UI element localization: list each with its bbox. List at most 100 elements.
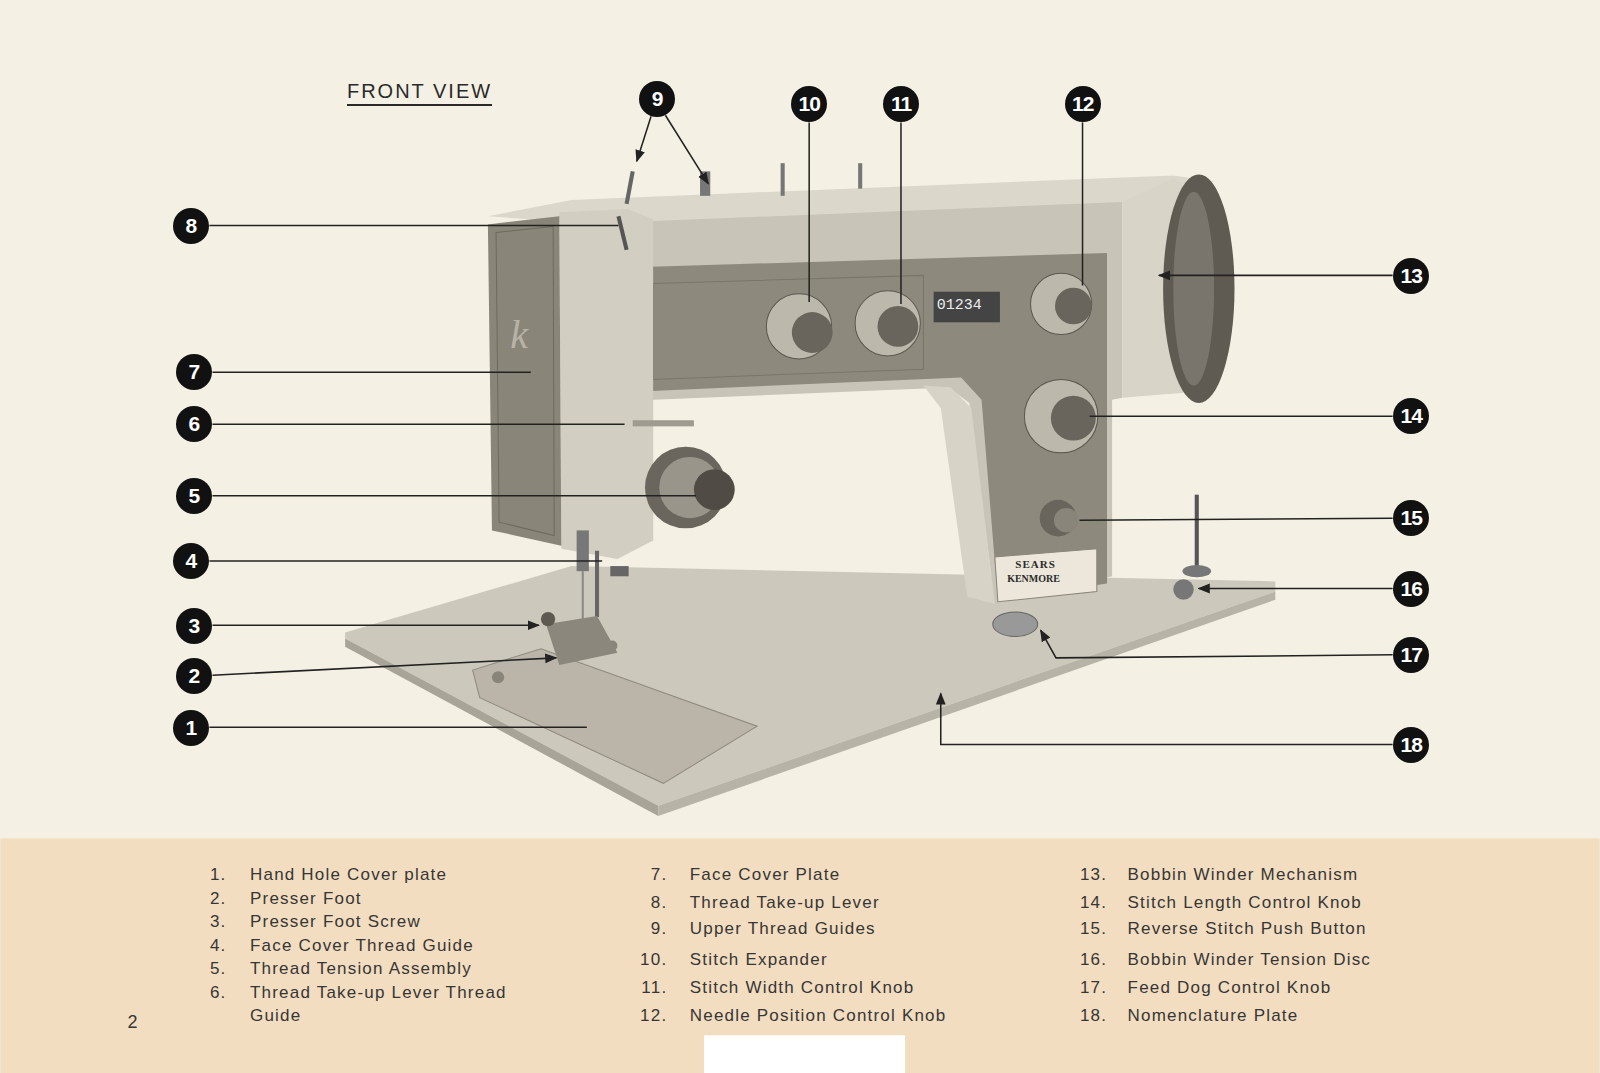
part-name: Bobbin Winder Tension Disc (1128, 948, 1498, 971)
illustration-part (635, 253, 1107, 600)
legend-number: 4. (183, 934, 227, 957)
illustration-part (213, 424, 625, 426)
illustration-part (546, 616, 617, 665)
legend-number: 13. (1063, 863, 1107, 886)
callout-circle: 9 (639, 81, 675, 117)
illustration-part (1182, 565, 1211, 577)
illustration-part (700, 171, 710, 195)
illustration-part (213, 658, 557, 675)
counter-digits: 01234 (937, 297, 982, 314)
callout-circle: 15 (1393, 500, 1429, 536)
callout-number: 9 (652, 87, 663, 111)
legend-number: 8. (623, 891, 667, 914)
part-name: Thread Take-up Lever (690, 891, 1035, 914)
illustration-part (878, 306, 919, 347)
illustration-part (1090, 415, 1393, 417)
legend-number: 18. (1063, 1004, 1107, 1027)
callout-circle: 18 (1393, 727, 1429, 763)
illustration-part (496, 226, 554, 535)
illustration-part (213, 624, 539, 626)
callout-circle: 4 (173, 543, 209, 579)
callout-number: 2 (189, 664, 200, 688)
callout-circle: 17 (1393, 637, 1429, 673)
illustration-part (1082, 122, 1084, 285)
illustration-part (1079, 518, 1392, 520)
callout-circle: 5 (176, 478, 212, 514)
callout-number: 6 (189, 412, 200, 436)
callout-circle: 2 (176, 658, 212, 694)
legend-number: 9. (623, 917, 667, 940)
illustration-part (633, 420, 694, 426)
callout-number: 10 (798, 92, 819, 116)
callout-number: 16 (1401, 577, 1422, 601)
part-name: Thread Tension Assembly (250, 957, 560, 980)
part-name: Nomenclature Plate (1128, 1004, 1498, 1027)
illustration-part (213, 495, 696, 497)
callout-circle: 1 (173, 710, 209, 746)
illustration-part (855, 291, 920, 356)
legend-number: 2. (183, 887, 227, 910)
callout-number: 7 (189, 360, 200, 384)
callout-circle: 7 (176, 354, 212, 390)
legend-number: 1. (183, 863, 227, 886)
illustration-part (0, 838, 1599, 1073)
illustration-part (792, 312, 833, 353)
part-name: Hand Hole Cover plate (250, 863, 560, 886)
illustration-part (858, 163, 862, 188)
title-heading: FRONT VIEW (347, 80, 492, 106)
legend-number: 15. (1063, 917, 1107, 940)
part-name: Presser Foot (250, 887, 560, 910)
callout-circle: 12 (1065, 86, 1101, 122)
illustration-part (704, 1035, 905, 1073)
part-name: Feed Dog Control Knob (1128, 976, 1498, 999)
legend-number: 11. (623, 976, 667, 999)
legend-number: 17. (1063, 976, 1107, 999)
part-name: Upper Thread Guides (690, 917, 1035, 940)
illustration-part (213, 372, 531, 374)
callout-circle: 10 (791, 86, 827, 122)
part-name: Stitch Width Control Knob (690, 976, 1035, 999)
callout-circle: 13 (1393, 258, 1429, 294)
logo-letter: k (510, 311, 528, 358)
illustration-part (1024, 379, 1097, 452)
illustration-part (627, 171, 633, 204)
legend-number: 10. (623, 948, 667, 971)
part-name: Needle Position Control Knob (690, 1004, 1035, 1027)
legend-number: 5. (183, 957, 227, 980)
illustration-part (1173, 192, 1214, 386)
callout-circle: 16 (1393, 571, 1429, 607)
illustration-part (941, 694, 1393, 745)
brand-text: SEARS (1015, 558, 1055, 570)
callout-number: 1 (185, 716, 196, 740)
illustration-part (653, 275, 923, 379)
illustration-part (808, 122, 810, 302)
illustration-part (623, 202, 1123, 604)
part-name: Reverse Stitch Push Button (1128, 917, 1498, 940)
callout-circle: 3 (176, 608, 212, 644)
illustration-part (559, 209, 653, 559)
illustration-part (209, 560, 602, 562)
illustration-part (1199, 588, 1393, 590)
illustration-part (658, 592, 1275, 816)
illustration-part (1159, 275, 1393, 277)
legend-number: 6. (183, 981, 227, 1004)
callout-number: 14 (1401, 404, 1422, 428)
brand-text: KENMORE (1007, 573, 1060, 584)
callout-circle: 8 (173, 208, 209, 244)
callout-circle: 11 (883, 86, 919, 122)
illustration-part (541, 612, 555, 626)
callout-number: 11 (891, 92, 911, 116)
illustration-part (637, 116, 651, 161)
page-number: 2 (128, 1012, 138, 1033)
callout-number: 3 (189, 614, 200, 638)
illustration-part (1163, 174, 1234, 402)
illustration-part (577, 530, 589, 571)
callout-number: 5 (189, 484, 200, 508)
callout-number: 15 (1401, 506, 1422, 530)
illustration-part (618, 216, 626, 250)
illustration-part (1195, 495, 1199, 571)
callout-circle: 6 (176, 406, 212, 442)
illustration-part (900, 122, 902, 304)
illustration-part (995, 549, 1097, 602)
